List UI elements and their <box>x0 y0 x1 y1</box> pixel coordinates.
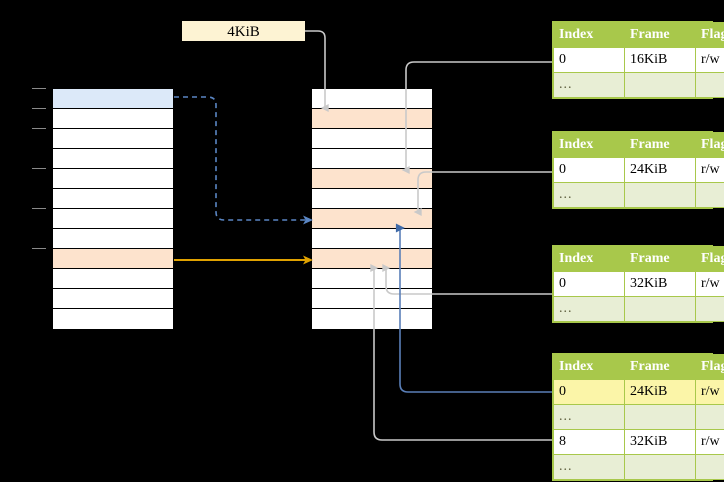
page-table-3-cell-frame-1 <box>624 296 696 322</box>
physical-cell-row-9 <box>312 269 432 289</box>
page-table-4-cell-frame-2: 32KiB <box>624 429 696 455</box>
page-table-3-cell-flags-1 <box>695 296 724 322</box>
page-table-4: IndexFrameFlags024KiBr/w...832KiBr/w... <box>552 353 724 481</box>
page-table-1-cell-flags-1 <box>695 72 724 98</box>
physical-cell-row-2 <box>312 129 432 149</box>
page-table-1-cell-frame-0: 16KiB <box>624 47 696 73</box>
virtual-cell-row-7 <box>53 229 173 249</box>
page-table-2-cell-index-1: ... <box>553 182 625 208</box>
page-table-3: IndexFrameFlags032KiBr/w... <box>552 245 724 323</box>
size-label-4kib: 4KiB <box>182 21 305 41</box>
physical-cell-row-10 <box>312 289 432 309</box>
ruler-tick-1 <box>32 108 46 109</box>
ruler-tick-6 <box>32 208 46 209</box>
virtual-cell-row-9 <box>53 269 173 289</box>
physical-cell-row-5 <box>312 189 432 209</box>
page-table-2-cell-flags-0: r/w <box>695 157 724 183</box>
page-table-4-cell-index-0: 0 <box>553 379 625 405</box>
page-table-4-header-index: Index <box>553 354 625 380</box>
page-table-2: IndexFrameFlags024KiBr/w... <box>552 131 724 209</box>
ruler-tick-8 <box>32 248 46 249</box>
page-table-4-cell-flags-3 <box>695 454 724 480</box>
page-table-2-cell-index-0: 0 <box>553 157 625 183</box>
physical-cell-row-7 <box>312 229 432 249</box>
virtual-cell-row-5 <box>53 189 173 209</box>
page-table-2-header-frame: Frame <box>624 132 696 158</box>
page-table-4-cell-frame-3 <box>624 454 696 480</box>
ruler-tick-2 <box>32 128 46 129</box>
page-table-3-cell-index-1: ... <box>553 296 625 322</box>
page-table-3-header-index: Index <box>553 246 625 272</box>
page-table-1-cell-frame-1 <box>624 72 696 98</box>
physical-cell-row-6 <box>312 209 432 229</box>
page-table-1: IndexFrameFlags016KiBr/w... <box>552 21 724 99</box>
page-table-1-cell-index-1: ... <box>553 72 625 98</box>
page-table-4-header-flags: Flags <box>695 354 724 380</box>
page-table-4-row-3: ... <box>553 454 724 480</box>
page-table-1-header-index: Index <box>553 22 625 48</box>
physical-memory-column <box>311 88 433 329</box>
page-table-3-cell-flags-0: r/w <box>695 271 724 297</box>
page-table-4-cell-index-2: 8 <box>553 429 625 455</box>
page-table-3-cell-index-0: 0 <box>553 271 625 297</box>
virtual-cell-row-2 <box>53 129 173 149</box>
page-table-3-header-frame: Frame <box>624 246 696 272</box>
page-table-4-header-frame: Frame <box>624 354 696 380</box>
virtual-cell-row-3 <box>53 149 173 169</box>
physical-cell-row-1 <box>312 109 432 129</box>
page-table-2-cell-frame-1 <box>624 182 696 208</box>
virtual-cell-row-11 <box>53 309 173 329</box>
virtual-cell-row-6 <box>53 209 173 229</box>
page-table-4-cell-index-3: ... <box>553 454 625 480</box>
page-table-3-row-1: ... <box>553 296 724 322</box>
virtual-cell-row-8 <box>53 249 173 269</box>
page-table-1-header-frame: Frame <box>624 22 696 48</box>
physical-cell-row-0 <box>312 89 432 109</box>
ruler-tick-0 <box>32 88 46 89</box>
ruler-tick-4 <box>32 168 46 169</box>
page-table-4-cell-frame-0: 24KiB <box>624 379 696 405</box>
page-table-1-cell-flags-0: r/w <box>695 47 724 73</box>
page-table-4-row-1: ... <box>553 404 724 430</box>
page-table-4-cell-flags-2: r/w <box>695 429 724 455</box>
page-table-4-cell-flags-1 <box>695 404 724 430</box>
page-table-2-cell-flags-1 <box>695 182 724 208</box>
page-table-3-cell-frame-0: 32KiB <box>624 271 696 297</box>
page-table-2-header-index: Index <box>553 132 625 158</box>
virtual-cell-row-10 <box>53 289 173 309</box>
page-table-4-cell-index-1: ... <box>553 404 625 430</box>
page-table-2-row-1: ... <box>553 182 724 208</box>
page-table-4-cell-frame-1 <box>624 404 696 430</box>
virtual-cell-row-4 <box>53 169 173 189</box>
page-table-3-header-flags: Flags <box>695 246 724 272</box>
physical-cell-row-8 <box>312 249 432 269</box>
page-table-1-cell-index-0: 0 <box>553 47 625 73</box>
physical-cell-row-3 <box>312 149 432 169</box>
page-table-1-header-flags: Flags <box>695 22 724 48</box>
virtual-cell-row-1 <box>53 109 173 129</box>
virtual-cell-row-0 <box>53 89 173 109</box>
virtual-address-column <box>52 88 174 329</box>
physical-cell-row-4 <box>312 169 432 189</box>
physical-cell-row-11 <box>312 309 432 329</box>
page-table-2-cell-frame-0: 24KiB <box>624 157 696 183</box>
page-table-4-cell-flags-0: r/w <box>695 379 724 405</box>
page-table-1-row-1: ... <box>553 72 724 98</box>
page-table-2-header-flags: Flags <box>695 132 724 158</box>
